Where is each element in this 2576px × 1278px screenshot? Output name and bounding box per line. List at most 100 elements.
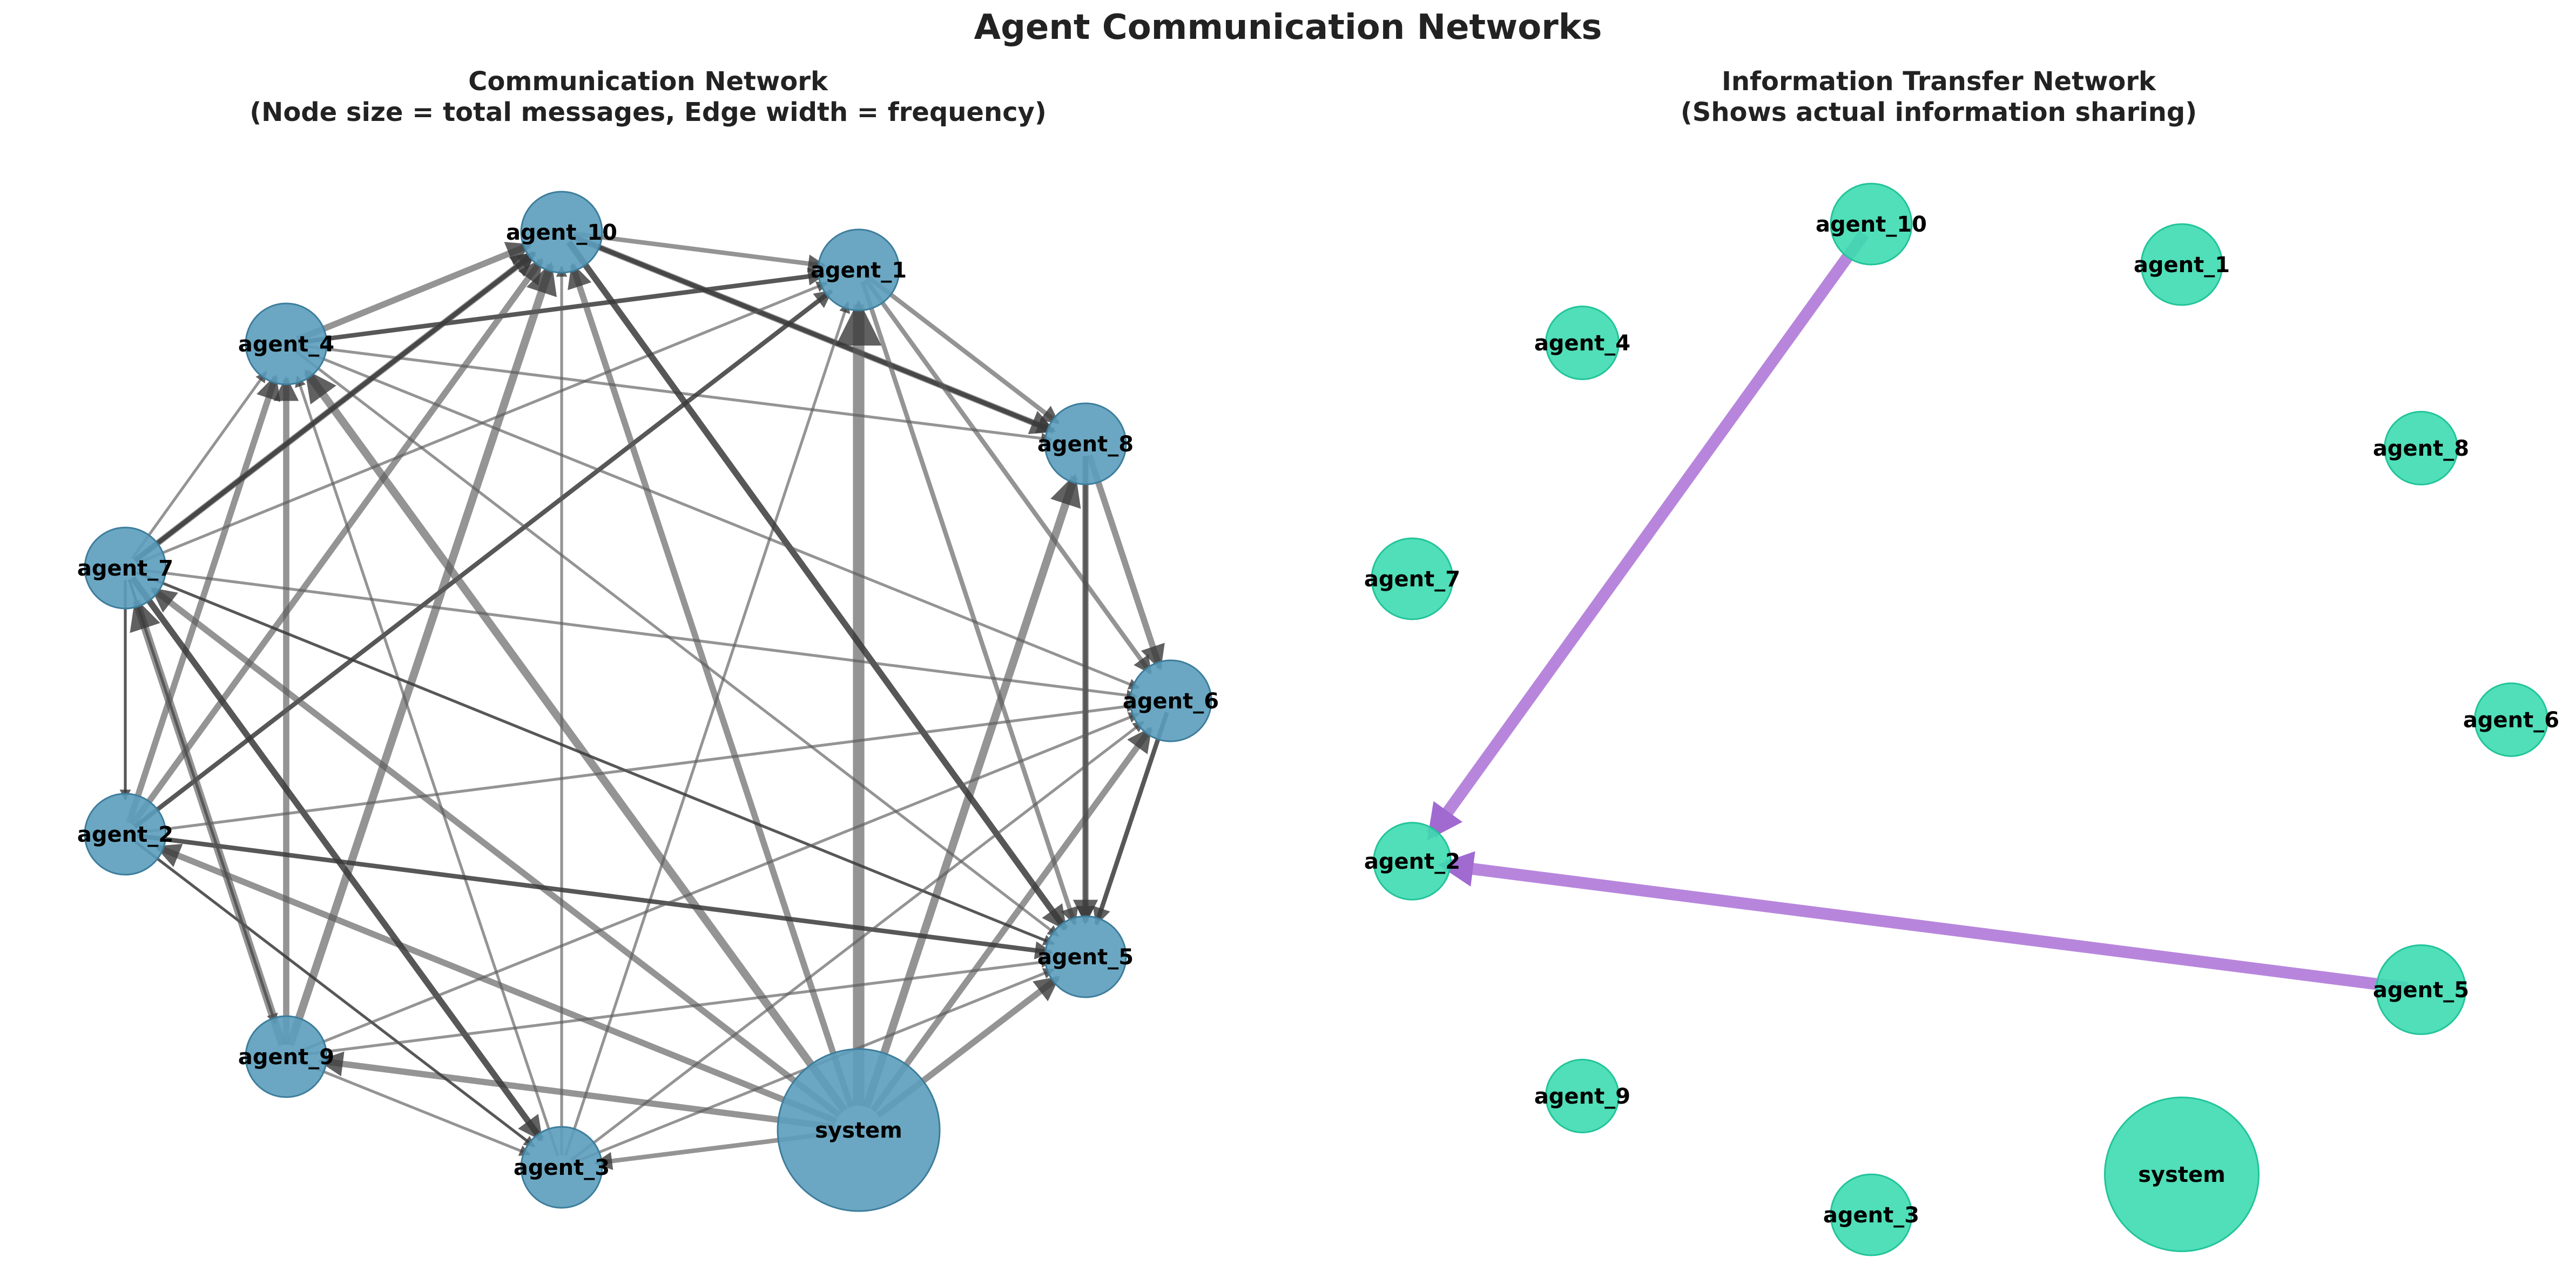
comm-edge-agent_7-to-agent_5 [136,571,1055,945]
comm-node-circle [817,228,900,312]
comm-edge-agent_10-to-agent_5 [566,240,1068,931]
info-node-label: agent_9 [1534,1084,1630,1109]
comm-node-circle [84,526,167,610]
info-node-circle [2140,223,2223,306]
comm-edge-agent_2-to-agent_1 [133,289,833,829]
info-node-agent_5: agent_5 [2373,944,2469,1035]
info-node-agent_4: agent_4 [1534,306,1630,380]
comm-edge-agent_1-to-agent_6 [864,278,1153,675]
comm-edge-agent_8-to-agent_6 [1086,454,1165,671]
info-node-circle [2384,411,2458,485]
comm-node-label: agent_9 [238,1045,334,1070]
comm-node-agent_3: agent_3 [514,1126,610,1209]
comm-node-agent_5: agent_5 [1037,915,1134,998]
comm-edge-agent_7-to-agent_10 [133,251,536,563]
info-node-label: agent_10 [1816,212,1927,237]
comm-edge-agent_7-to-agent_4 [131,371,267,559]
comm-edge-agent_4-to-agent_5 [295,350,1060,937]
comm-edge-system-to-agent_7 [150,586,841,1118]
info-node-label: agent_3 [1823,1203,1919,1228]
comm-node-system: system [777,1048,941,1212]
comm-node-agent_10: agent_10 [506,191,617,274]
comm-node-label: agent_10 [506,220,617,245]
information-transfer-panel: Information Transfer Network (Shows actu… [1364,66,2559,1256]
information-nodes: agent_10 agent_1 agent_4 agent_8 agent_7agen… [1364,182,2559,1256]
comm-edge-agent_9-to-agent_5 [298,956,1053,1057]
comm-node-agent_4: agent_4 [238,302,334,386]
comm-edge-agent_9-to-agent_3 [296,1059,531,1156]
comm-node-circle [245,1015,328,1098]
comm-node-label: agent_7 [77,556,173,581]
info-edge-agent_5-to-agent_2 [1437,851,2409,994]
communication-panel-title: Communication Network [468,66,828,97]
communication-edges [119,231,1169,1170]
info-node-agent_8: agent_8 [2373,411,2469,485]
comm-node-circle [1044,402,1127,485]
comm-edge-agent_2-to-agent_5 [137,833,1054,959]
info-node-circle [1830,182,1913,266]
comm-node-circle [1129,659,1212,742]
comm-edge-agent_2-to-agent_3 [134,840,535,1148]
comm-node-agent_8: agent_8 [1037,402,1134,485]
info-node-agent_7: agent_7 [1364,537,1460,620]
info-node-circle [2104,1097,2260,1252]
info-node-agent_1: agent_1 [2134,223,2230,306]
info-node-circle [1371,537,1454,620]
comm-edge-system-to-agent_8 [862,473,1081,1108]
info-node-label: agent_8 [2373,436,2469,461]
comm-node-label: agent_8 [1037,432,1134,457]
comm-edge-agent_3-to-agent_4 [295,375,559,1157]
info-node-circle [1545,306,1620,380]
info-node-label: agent_2 [1364,849,1460,874]
info-node-circle [1373,822,1452,901]
info-node-label: agent_7 [1364,567,1460,592]
info-node-circle [1830,1173,1913,1256]
comm-edge-system-to-agent_2 [154,843,838,1124]
information-panel-title: Information Transfer Network [1722,66,2156,97]
comm-node-label: agent_5 [1037,945,1134,970]
information-panel-subtitle: (Shows actual information sharing) [1681,97,2197,127]
comm-node-circle [777,1048,941,1212]
information-edges [1426,230,2409,994]
comm-node-agent_7: agent_7 [77,526,173,610]
comm-edge-system-to-agent_9 [318,1051,835,1131]
info-node-circle [2376,944,2466,1035]
comm-edge-agent_7-to-agent_6 [137,568,1138,701]
info-node-circle [1545,1059,1620,1133]
info-node-agent_9: agent_9 [1534,1059,1630,1133]
comm-node-circle [1044,915,1127,998]
comm-edge-agent_2-to-agent_10 [130,258,544,827]
comm-node-agent_6: agent_6 [1123,659,1219,742]
info-edge-agent_10-to-agent_2 [1426,230,1869,841]
comm-edge-agent_6-to-agent_5 [1093,712,1169,926]
comm-node-circle [245,302,328,386]
communication-network-panel: Communication Network (Node size = total… [77,66,1219,1212]
comm-edge-agent_3-to-agent_6 [570,720,1145,1161]
info-node-label: agent_4 [1534,331,1630,356]
info-node-circle [2474,682,2548,757]
comm-edge-agent_9-to-agent_7 [130,597,286,1046]
info-node-agent_2: agent_2 [1364,822,1460,901]
comm-node-label: agent_2 [77,822,173,847]
info-node-agent_3: agent_3 [1823,1173,1919,1256]
comm-edge-system-to-agent_6 [870,726,1154,1113]
comm-edge-system-to-agent_10 [568,262,854,1108]
comm-node-label: agent_6 [1123,689,1219,714]
comm-edge-agent_9-to-agent_6 [296,712,1140,1054]
info-node-label: agent_5 [2373,978,2469,1003]
comm-node-label: agent_1 [811,258,907,283]
comm-edge-agent_1-to-agent_5 [860,281,1078,926]
comm-edge-system-to-agent_4 [303,369,848,1113]
comm-node-label: agent_4 [238,332,334,357]
info-node-label: agent_6 [2463,708,2559,733]
info-node-label: agent_1 [2134,253,2230,278]
comm-node-circle [520,191,603,274]
communication-panel-subtitle: (Node size = total messages, Edge width … [249,97,1047,127]
comm-edge-agent_10-to-agent_1 [573,231,827,273]
comm-edge-agent_2-to-agent_6 [137,701,1138,834]
info-node-system: system [2104,1097,2260,1252]
comm-node-agent_9: agent_9 [238,1015,334,1098]
comm-node-agent_1: agent_1 [811,228,907,312]
info-node-agent_6: agent_6 [2463,682,2559,757]
